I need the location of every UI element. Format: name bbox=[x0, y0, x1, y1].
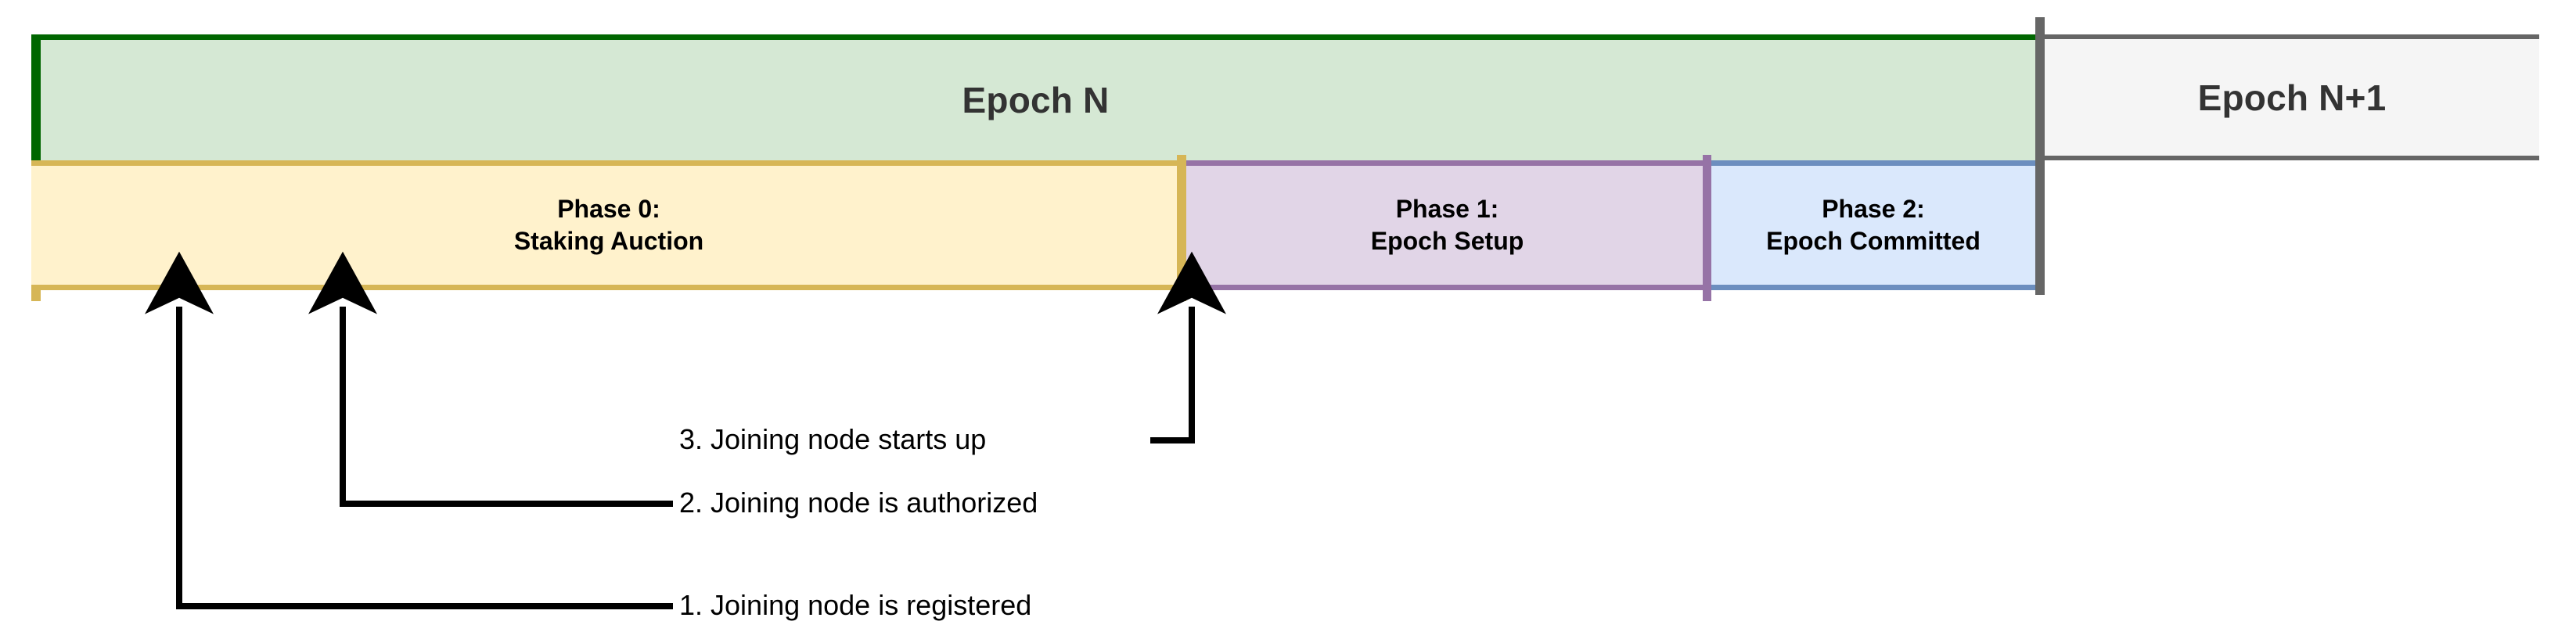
phase-0-title: Phase 0: bbox=[557, 195, 660, 224]
callout-1-leader bbox=[145, 251, 673, 609]
callout-1-label: 1. Joining node is registered bbox=[679, 589, 1032, 621]
phase-2-box: Phase 2: Epoch Committed bbox=[1711, 160, 2035, 290]
callout-2-leader bbox=[308, 251, 673, 507]
phase-0-subtitle: Staking Auction bbox=[513, 227, 704, 255]
phase-0-box: Phase 0: Staking Auction bbox=[31, 160, 1186, 290]
callout-2-label: 2. Joining node is authorized bbox=[679, 487, 1038, 519]
phase-2-title: Phase 2: bbox=[1822, 195, 1925, 224]
phase-0-right-edge bbox=[1177, 155, 1186, 301]
phase-1-title: Phase 1: bbox=[1395, 195, 1499, 224]
phase-1-box: Phase 1: Epoch Setup bbox=[1186, 160, 1708, 290]
epoch-boundary-divider bbox=[2035, 17, 2045, 295]
phase-2-subtitle: Epoch Committed bbox=[1766, 227, 1981, 255]
epoch-n-plus-1-label: Epoch N+1 bbox=[2197, 77, 2387, 118]
callout-3-leader bbox=[1150, 251, 1226, 443]
epoch-n-start-marker bbox=[31, 34, 41, 160]
epoch-n-plus-1-box: Epoch N+1 bbox=[2045, 34, 2539, 160]
epoch-n-label: Epoch N bbox=[962, 80, 1110, 120]
phase-1-right-edge bbox=[1703, 155, 1711, 301]
epoch-n-box: Epoch N bbox=[31, 34, 2040, 160]
phase-1-subtitle: Epoch Setup bbox=[1370, 227, 1524, 255]
callout-3-label: 3. Joining node starts up bbox=[679, 423, 987, 455]
